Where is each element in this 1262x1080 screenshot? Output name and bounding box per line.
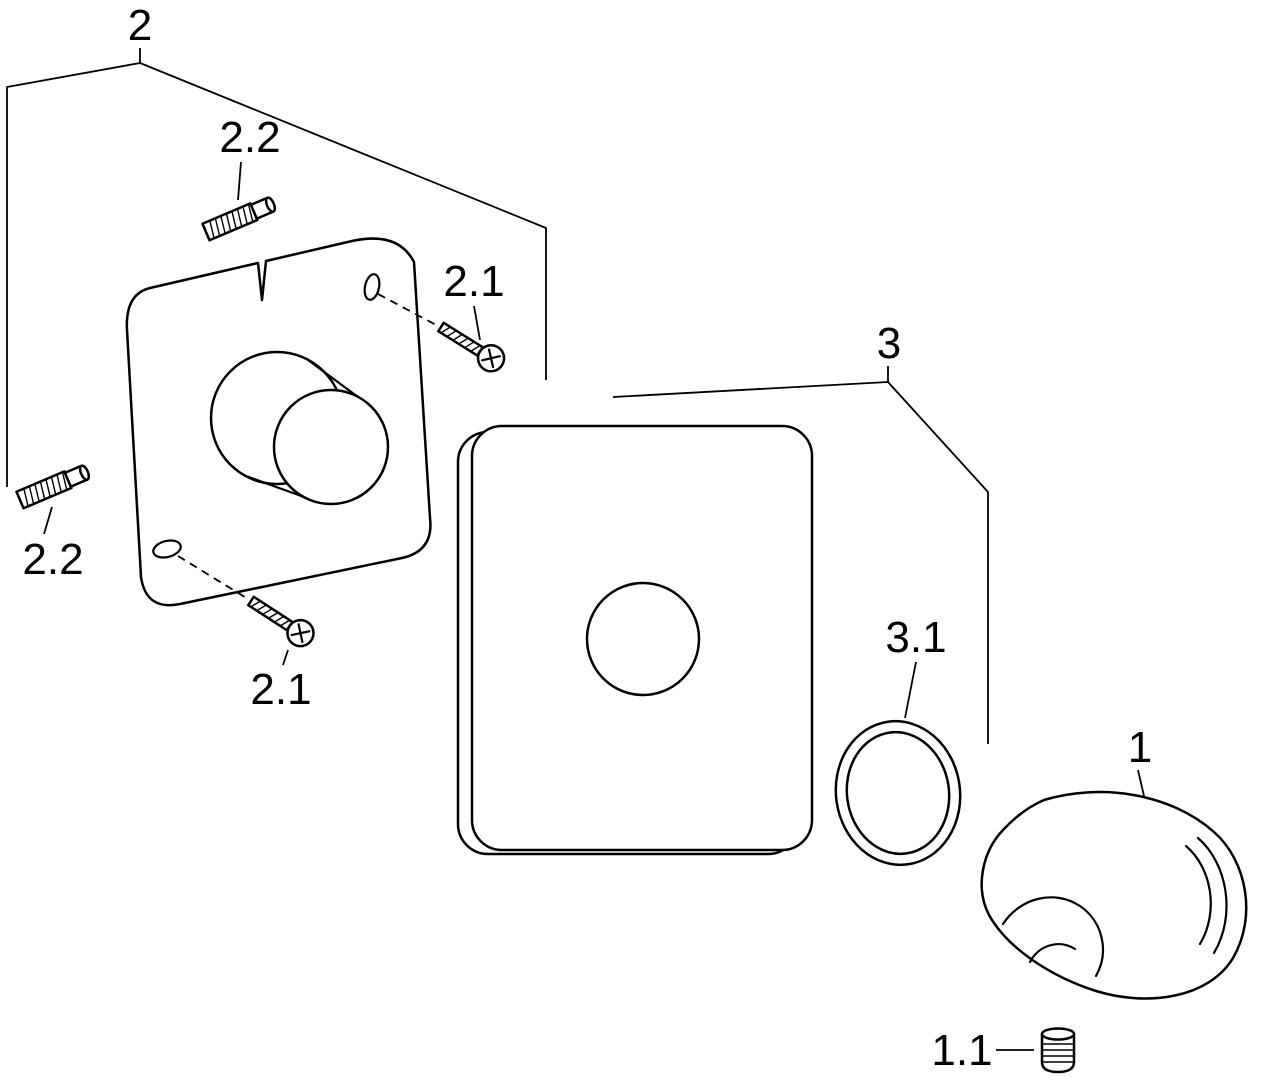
plate-spigot-face	[272, 388, 390, 506]
callout-2-2-top: 2.2	[219, 113, 280, 162]
callout-2-1-top: 2.1	[443, 257, 504, 306]
callout-2-2-left: 2.2	[22, 535, 83, 584]
group-bracket-3	[612, 366, 989, 744]
leader-screw-top	[473, 305, 481, 341]
cover-plate-hole	[585, 581, 701, 697]
o-ring	[834, 719, 962, 867]
callout-1-1: 1.1	[931, 1026, 992, 1075]
leader-anchor-left	[43, 506, 53, 535]
screw-top	[437, 321, 506, 373]
phillips-cross-icon	[481, 348, 501, 369]
screw-top-axis	[377, 293, 439, 327]
leader-screw-bottom	[282, 649, 289, 666]
holder-hook-lip	[1028, 943, 1077, 964]
leader-oring	[904, 661, 917, 719]
screw-bottom	[247, 595, 315, 648]
callout-2-1-bottom: 2.1	[250, 665, 311, 714]
set-screw	[1040, 1027, 1076, 1074]
mounting-plate	[125, 237, 432, 607]
callout-2: 2	[128, 1, 152, 50]
shower-holder	[980, 790, 1248, 1000]
holder-end-cap-arc-inner	[1184, 844, 1212, 946]
leader-holder	[1137, 769, 1145, 797]
callout-3-1: 3.1	[885, 613, 946, 662]
holder-end-cap-arc-outer	[1196, 836, 1228, 955]
callout-3: 3	[877, 319, 901, 368]
plate-slot-top-right	[363, 273, 381, 301]
plate-slot-bottom-left	[152, 539, 182, 559]
callout-1: 1	[1128, 723, 1152, 772]
group-bracket-2	[6, 48, 547, 487]
leader-anchor-top	[237, 161, 242, 201]
holder-hook-opening	[1001, 896, 1104, 978]
phillips-cross-icon	[290, 623, 311, 644]
cover-plate	[456, 424, 814, 856]
wall-anchor-left	[15, 464, 91, 510]
wall-anchor-top	[201, 196, 277, 242]
shower-holder-body	[980, 790, 1248, 1000]
